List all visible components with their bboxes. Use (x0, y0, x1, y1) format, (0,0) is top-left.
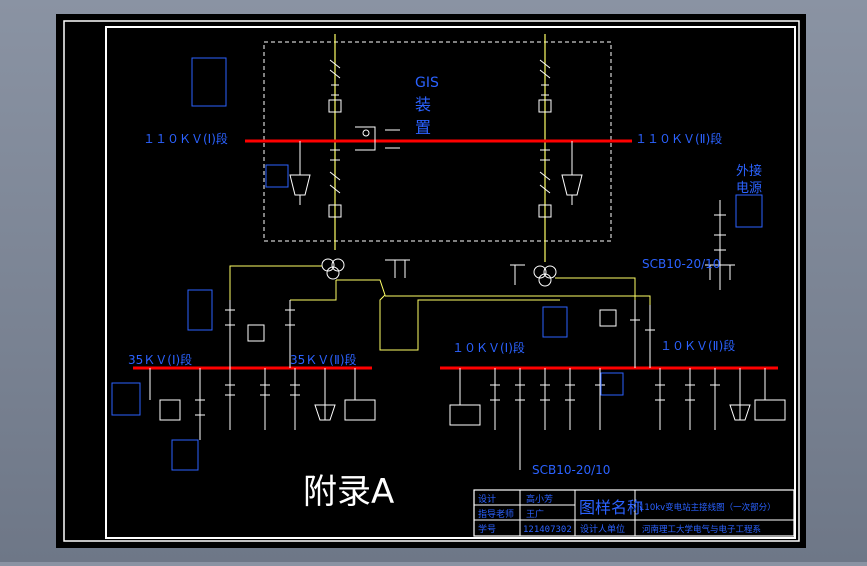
external-source-label-line2: 电源 (736, 181, 762, 196)
tb-id-value: 121407302 (523, 525, 572, 535)
scb-transformer-label-lower: SCB10-20/10 (532, 463, 610, 477)
appendix-title: 附录A (303, 472, 394, 512)
feeders-35kv (149, 368, 376, 440)
tb-unit-value: 河南理工大学电气与电子工程系 (642, 524, 761, 535)
tb-design-value: 高小芳 (526, 493, 553, 505)
external-source-label-line1: 外接 (736, 163, 762, 179)
pt-branches (289, 141, 583, 205)
inner-frame (105, 26, 796, 539)
incoming-switchgear (328, 59, 552, 218)
outer-frame (63, 20, 800, 542)
gis-label-line1: GIS (415, 75, 439, 91)
tb-id-label: 学号 (478, 523, 496, 535)
bus-110kv-section1-label: １１０ＫＶ(Ⅰ)段 (143, 131, 228, 146)
incoming-feeders-low (225, 300, 655, 368)
tb-advisor-value: 王广 (526, 508, 544, 520)
tb-drawing-name: 110kv变电站主接线图（一次部分） (639, 502, 776, 513)
gis-label-line2: 装 (415, 95, 431, 114)
equipment-tables (111, 57, 763, 471)
bus-110kv-section2-label: １１０ＫＶ(Ⅱ)段 (635, 131, 722, 146)
tb-unit-label: 设计人单位 (580, 523, 625, 535)
main-transformers (321, 258, 557, 287)
external-source-branch (705, 200, 735, 290)
transformer-leads (229, 265, 651, 351)
tb-design-label: 设计 (478, 493, 496, 505)
feeders-10kv (449, 368, 786, 470)
bus-35kv-section1-label: 35ＫＶ(Ⅰ)段 (128, 352, 192, 367)
title-block (473, 489, 795, 537)
tb-advisor-label: 指导老师 (478, 508, 514, 520)
tb-drawing-name-label: 图样名称 (579, 498, 643, 517)
bus-10kv-section1-label: １０ＫＶ(Ⅰ)段 (452, 340, 525, 355)
scb-transformer-label-upper: SCB10-20/10 (642, 257, 720, 271)
bus-35kv-section2-label: 35ＫＶ(Ⅱ)段 (290, 352, 357, 367)
drawing-sheet (56, 14, 806, 548)
bus-10kv-section2-label: １０ＫＶ(Ⅱ)段 (660, 338, 735, 353)
gis-label-line3: 置 (415, 118, 431, 137)
